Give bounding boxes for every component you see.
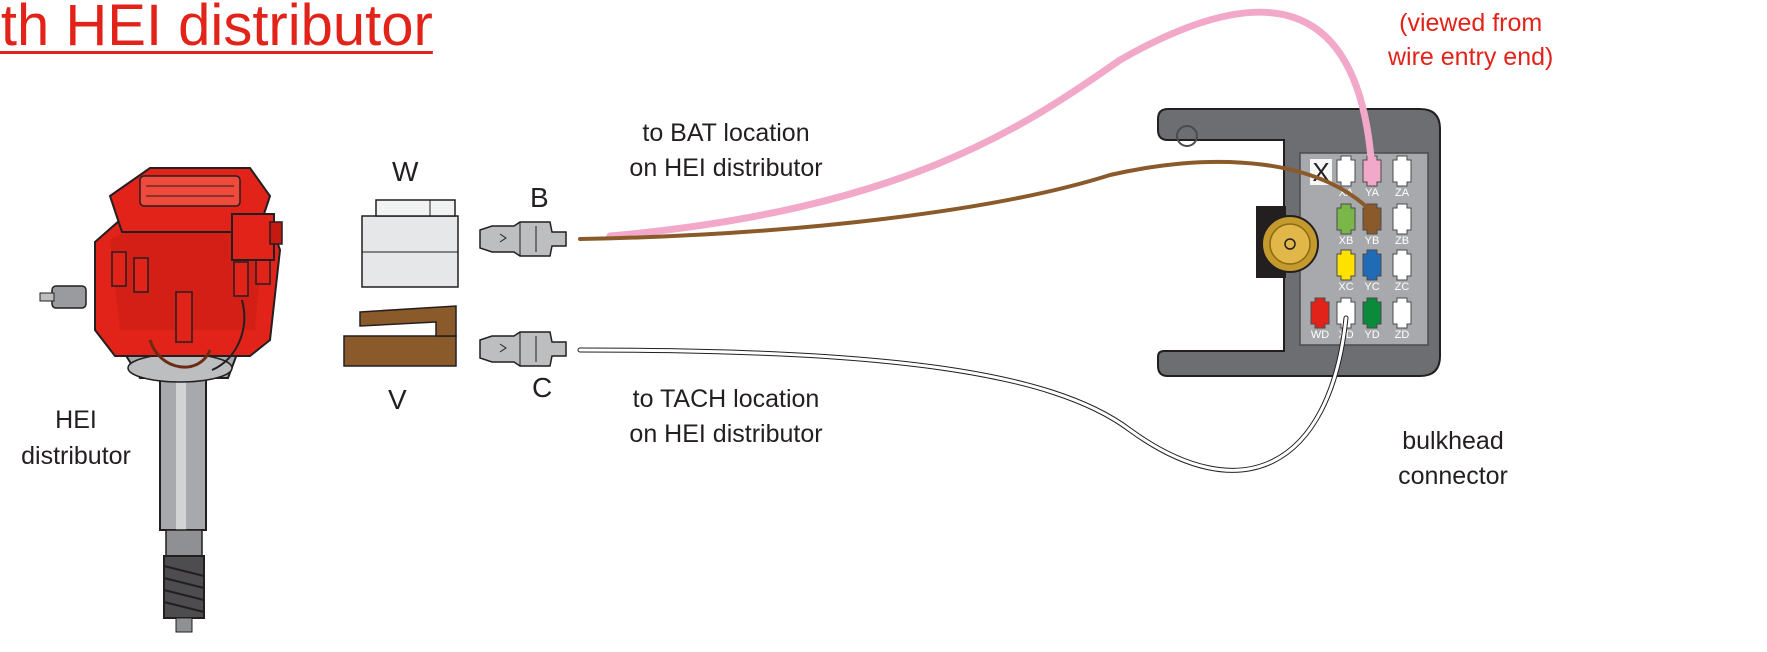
cavity-zc: ZC xyxy=(1392,249,1412,293)
cavity-xb: XB xyxy=(1336,203,1356,247)
cavity-label: ZB xyxy=(1395,235,1409,247)
brown-wire xyxy=(578,159,1374,241)
view-note: (viewed from wire entry end) xyxy=(1388,6,1553,74)
view-note-line1: (viewed from xyxy=(1399,9,1543,37)
cavity-yb: YB xyxy=(1362,203,1382,247)
bat-label-line2: on HEI distributor xyxy=(629,154,823,182)
bulkhead-label: bulkhead connector xyxy=(1370,424,1536,494)
tach-label-line1: to TACH location xyxy=(632,385,820,413)
cavity-label: ZA xyxy=(1395,187,1410,199)
cavity-wd: WD xyxy=(1310,297,1330,341)
view-note-line2: wire entry end) xyxy=(1388,43,1554,71)
distributor-label-line1: HEI xyxy=(55,406,97,434)
cavity-label: WD xyxy=(1311,329,1329,341)
distributor-label: HEI distributor xyxy=(14,402,138,474)
white-wire xyxy=(578,316,1348,472)
bat-label-line1: to BAT location xyxy=(642,119,810,147)
tach-label-line2: on HEI distributor xyxy=(629,420,823,448)
terminal-housing-w xyxy=(361,199,459,288)
terminal-b xyxy=(479,221,567,257)
distributor-label-line2: distributor xyxy=(21,442,131,470)
cavity-label: ZC xyxy=(1395,281,1410,293)
terminal-v-label: V xyxy=(388,384,407,415)
cavity-label: XB xyxy=(1339,235,1354,247)
bulkhead-label-line2: connector xyxy=(1398,462,1508,490)
terminal-w-label: W xyxy=(392,156,419,187)
cavity-label: YD xyxy=(1364,329,1379,341)
cavity-label: YC xyxy=(1364,281,1379,293)
terminal-c-label: C xyxy=(532,372,553,403)
cavity-label: YB xyxy=(1365,235,1380,247)
tach-destination-label: to TACH location on HEI distributor xyxy=(598,382,854,452)
pink-wire xyxy=(606,8,1376,240)
cavity-zd: ZD xyxy=(1392,297,1412,341)
cavity-label: YA xyxy=(1365,187,1380,199)
cavity-yd: YD xyxy=(1362,297,1382,341)
cavity-zb: ZB xyxy=(1392,203,1412,247)
terminal-b-label: B xyxy=(530,182,549,213)
diagram-title: ith HEI distributor xyxy=(0,0,433,58)
cavity-xc: XC xyxy=(1336,249,1356,293)
cavity-yc: YC xyxy=(1362,249,1382,293)
cavity-label: XC xyxy=(1338,281,1353,293)
bat-destination-label: to BAT location on HEI distributor xyxy=(598,116,854,186)
cavity-label: ZD xyxy=(1395,329,1410,341)
terminal-c xyxy=(479,331,567,367)
cavity-za: ZA xyxy=(1392,155,1412,199)
terminal-housing-v xyxy=(343,305,457,367)
hei-distributor-illustration xyxy=(39,167,283,633)
bulkhead-label-line1: bulkhead xyxy=(1402,427,1504,455)
